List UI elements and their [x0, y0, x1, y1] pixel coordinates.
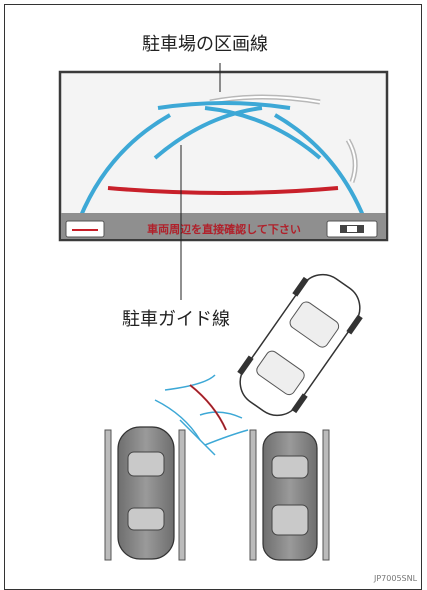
parked-car-right: [262, 431, 318, 561]
parking-lines-label: 駐車場の区画線: [142, 34, 268, 55]
guide-lines-label: 駐車ガイド線: [122, 309, 230, 330]
warning-line: [107, 186, 339, 195]
reversing-car: [237, 273, 363, 417]
message-text: 車両周辺を直接確認して下さい: [147, 222, 301, 236]
guide-arc-right: [274, 113, 366, 219]
parking-bays: [104, 429, 330, 561]
message-bar: [61, 213, 386, 239]
ground-guide-lines: [154, 374, 249, 456]
image-id: JP7005SNL: [374, 574, 418, 583]
parked-car-left: [117, 426, 175, 560]
monitor-screen: 車両周辺を直接確認して下さい: [58, 70, 389, 242]
guide-arc-left: [78, 113, 171, 219]
